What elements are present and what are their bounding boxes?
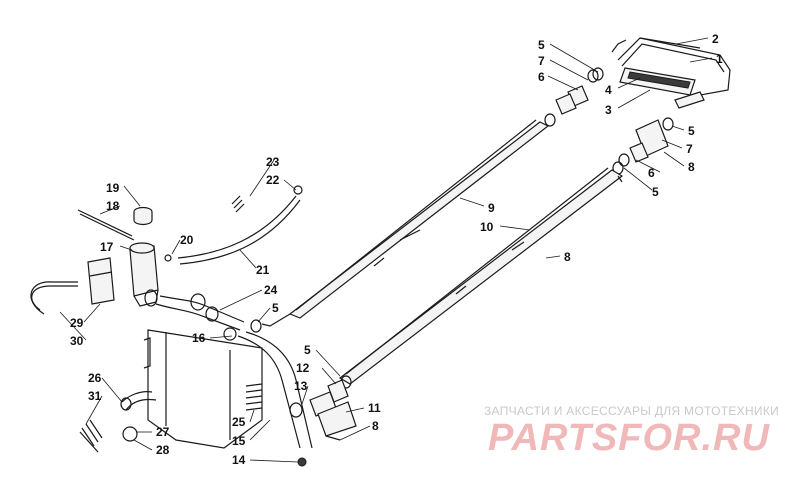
callout-20: 20: [180, 233, 194, 247]
callout-4: 4: [605, 83, 612, 97]
right-clamps: [612, 117, 674, 175]
callout-27: 27: [156, 425, 170, 439]
callout-23: 23: [266, 155, 280, 169]
callout-25: 25: [232, 415, 246, 429]
callout-19: 19: [106, 181, 120, 195]
callout-31: 31: [88, 389, 102, 403]
callout-12: 12: [296, 361, 310, 375]
callout-10: 10: [480, 220, 494, 234]
callout-3: 3: [605, 103, 612, 117]
leader-lines: [59, 37, 713, 463]
heat-exchanger-9: [261, 119, 550, 327]
callout-14: 14: [232, 453, 246, 467]
callout-15: 15: [232, 434, 246, 448]
callout-1: 1: [716, 52, 723, 66]
upper-clamps: [544, 67, 604, 127]
watermark-logo: PARTSFOR.RU: [488, 417, 770, 459]
spring-25: [245, 383, 263, 411]
callout-5: 5: [652, 185, 659, 199]
callout-9: 9: [488, 201, 495, 215]
heat-exchanger-10: [338, 167, 624, 385]
callout-16: 16: [192, 331, 206, 345]
callout-8: 8: [688, 160, 695, 174]
callout-2: 2: [712, 32, 719, 46]
callout-6: 6: [648, 166, 655, 180]
callout-5: 5: [272, 301, 279, 315]
callout-5: 5: [688, 124, 695, 138]
callout-17: 17: [100, 240, 114, 254]
watermark-subtitle: ЗАПЧАСТИ И АКСЕССУАРЫ ДЛЯ МОТОТЕХНИКИ: [484, 404, 779, 418]
callout-7: 7: [686, 142, 693, 156]
callout-13: 13: [294, 379, 308, 393]
callout-5: 5: [538, 38, 545, 52]
callout-29: 29: [70, 316, 84, 330]
watermark: ЗАПЧАСТИ И АКСЕССУАРЫ ДЛЯ МОТОТЕХНИКИ PA…: [484, 404, 779, 459]
callout-18: 18: [106, 199, 120, 213]
callout-24: 24: [264, 283, 278, 297]
callout-28: 28: [156, 443, 170, 457]
overflow-hose-21: [164, 185, 303, 265]
callout-5: 5: [304, 343, 311, 357]
reservoir-bracket-29: [87, 257, 115, 305]
hose-24: [155, 293, 262, 333]
bracket-30: [30, 281, 78, 315]
small-hoses: [79, 391, 157, 453]
callout-21: 21: [256, 263, 270, 277]
spring-23: [231, 195, 245, 213]
callout-7: 7: [538, 54, 545, 68]
callout-26: 26: [88, 371, 102, 385]
callout-6: 6: [538, 70, 545, 84]
lower-connectors: [289, 375, 357, 441]
callout-numbers: 1 2 3 4 5 7 6 5 7 8 6 5 9 10 8 23 22 19 …: [70, 32, 723, 467]
callout-22: 22: [266, 173, 280, 187]
upper-heat-exchanger: [611, 37, 731, 109]
callout-8: 8: [564, 250, 571, 264]
callout-11: 11: [368, 401, 381, 415]
callout-30: 30: [70, 334, 84, 348]
callout-8: 8: [372, 419, 379, 433]
coolant-reservoir: [77, 206, 159, 307]
